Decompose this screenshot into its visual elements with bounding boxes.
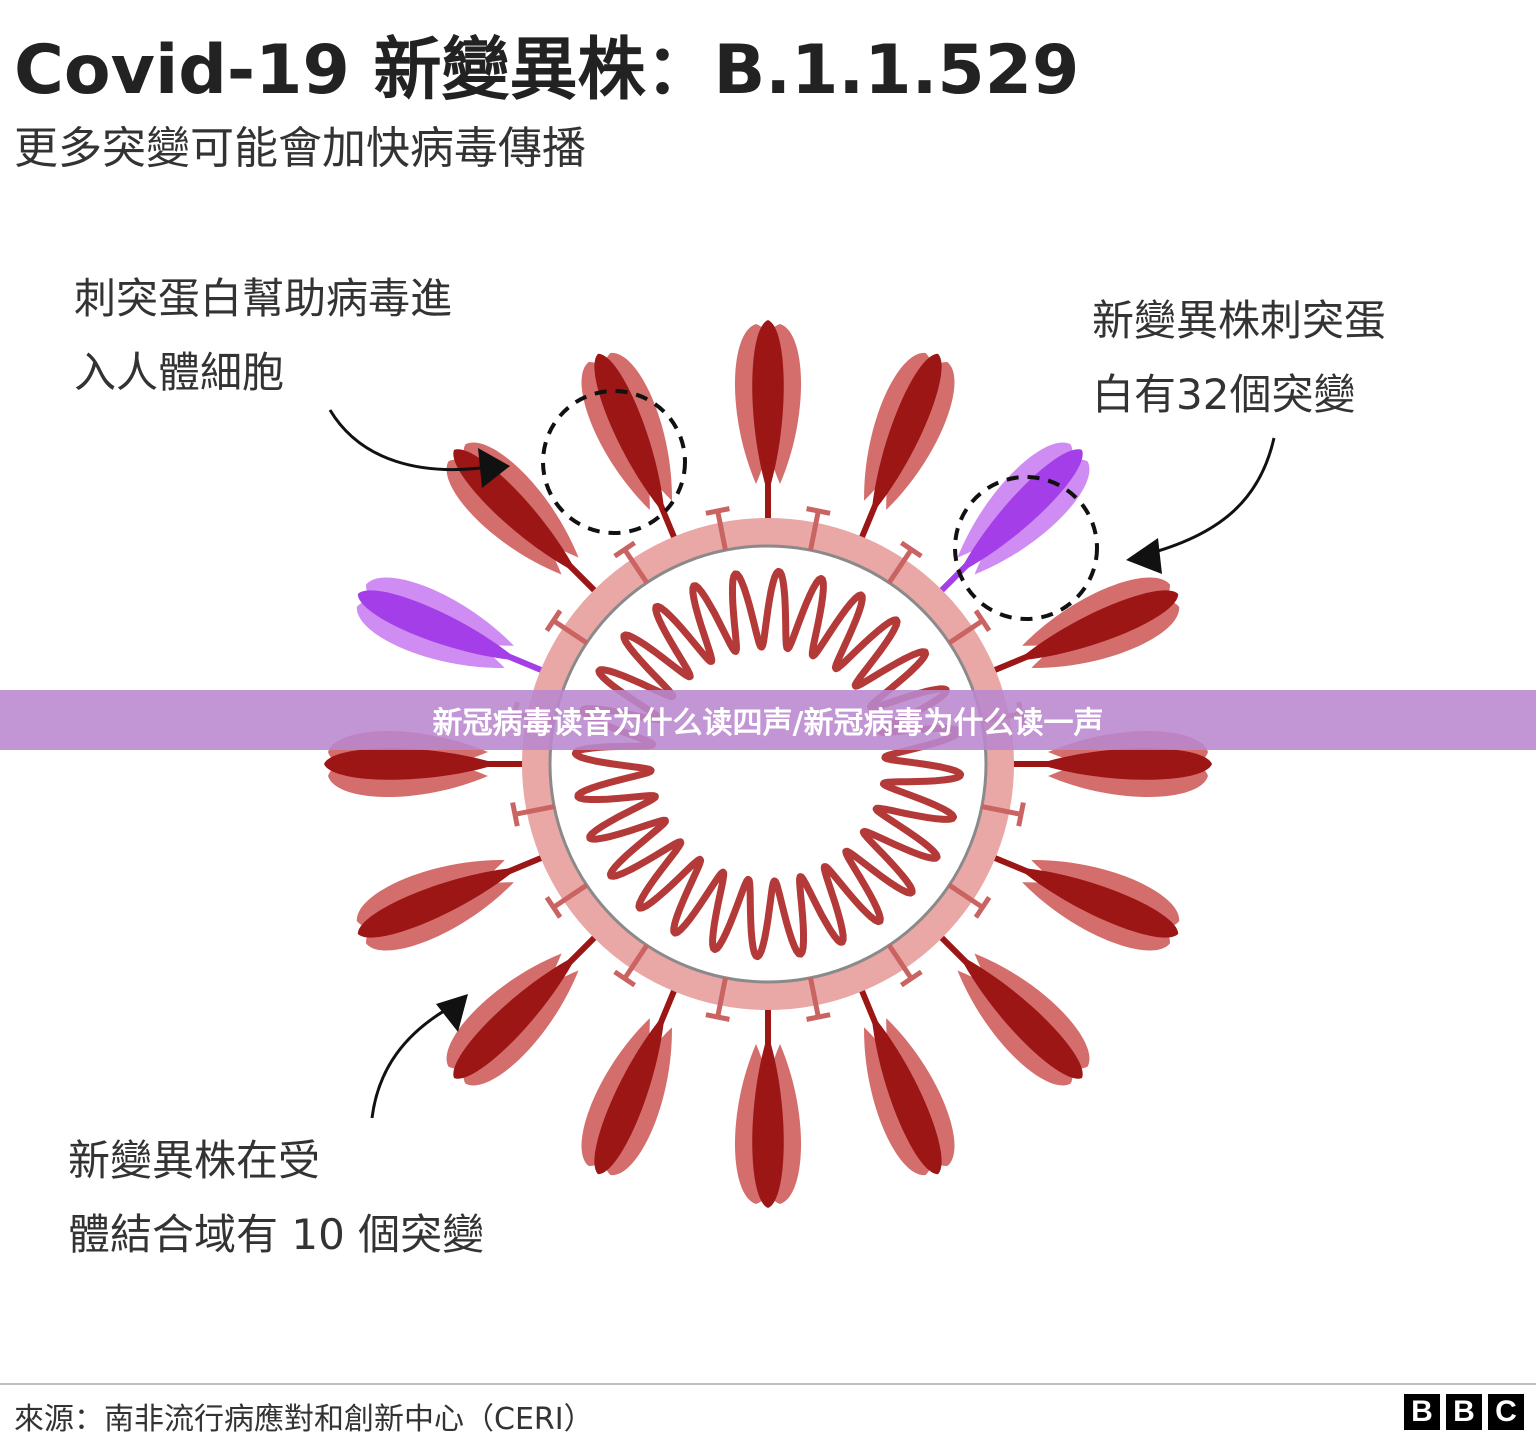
membrane-protein-cap [973,609,992,633]
arrow-spike-mutations [1139,437,1276,558]
spike-core [594,353,665,515]
highlight-circle-mutation [953,475,1099,621]
membrane-protein [715,977,728,1018]
membrane-protein-cap [613,540,637,559]
footer-divider [0,1383,1536,1385]
arrow-spike-protein [328,409,497,472]
membrane-protein-cap [899,969,923,988]
membrane-protein-cap [613,969,637,988]
callout-spike-protein: 刺突蛋白幫助病毒進 入人體細胞 [74,262,452,410]
page-subtitle: 更多突變可能會加快病毒傳播 [14,123,586,174]
callout-line: 白有32個突變 [1092,370,1356,419]
arrow-receptor-mutations [370,1002,457,1119]
spike-core [958,449,1083,574]
page-title: Covid-19 新變異株：B.1.1.529 [14,31,1080,110]
callout-receptor-mutations: 新變異株在受 體結合域有 10 個突變 [68,1124,484,1272]
membrane-protein-cap [806,1012,831,1022]
membrane-protein-cap [544,609,563,633]
spike-core [357,590,519,661]
membrane-protein-cap [544,895,563,919]
callout-line: 新變異株刺突蛋 [1092,296,1387,345]
membrane-protein-cap [705,1012,730,1022]
membrane-protein-cap [1016,802,1026,827]
spike-core [453,449,578,574]
spike-protein [581,984,679,1176]
title-banner: 新冠病毒读音为什么读四声/新冠病毒为什么读一声 [0,690,1536,750]
spike-protein [734,320,802,524]
callout-line: 刺突蛋白幫助病毒進 [74,274,453,323]
spike-protein [988,577,1180,675]
membrane-protein [947,883,984,910]
membrane-protein-cap [705,506,730,516]
source-credit: 來源：南非流行病應對和創新中心（CERI） [14,1402,594,1437]
spike-protein [1008,731,1212,797]
spike-proteins [324,320,1212,1208]
logo-letter: B [1404,1394,1440,1430]
membrane-protein [715,510,728,551]
spike-protein [446,442,601,597]
membrane-protein-cap [973,895,992,919]
bbc-logo: B B C [1404,1394,1524,1430]
callout-line: 新變異株在受 [68,1136,321,1185]
membrane-edge [548,544,988,984]
callout-line: 入人體細胞 [74,348,285,397]
membrane-protein [887,943,914,980]
mutated-spike [935,442,1090,597]
arrowhead-icon [478,448,510,488]
membrane-protein-cap [806,506,831,516]
spike-core [871,353,942,515]
spike-core [324,748,498,780]
membrane-protein [514,804,555,817]
membrane-protein [808,977,821,1018]
arrowhead-icon [1126,538,1162,574]
logo-letter: B [1446,1394,1482,1430]
spike-protein [356,853,548,951]
spike-protein [857,984,955,1176]
rna-strand [571,567,965,961]
spike-core [1017,590,1179,661]
membrane-protein [552,883,589,910]
spike-core [1038,748,1212,780]
spike-core [1017,867,1179,938]
spike-protein [935,931,1090,1086]
spike-core [752,320,784,494]
spike-core [453,954,578,1079]
spike-protein [581,352,679,544]
membrane-ring [522,518,1014,1010]
membrane-protein [622,548,649,585]
callout-line: 體結合域有 10 個突變 [68,1210,485,1259]
spike-protein [857,352,955,544]
spike-core [958,954,1083,1079]
spike-protein [734,1004,802,1208]
spike-core [871,1013,942,1175]
membrane-protein [552,618,589,645]
logo-letter: C [1488,1394,1524,1430]
spike-core [752,1034,784,1208]
membrane-protein [947,618,984,645]
spike-core [594,1013,665,1175]
membrane-protein [887,548,914,585]
membrane-protein [622,943,649,980]
arrowhead-icon [436,994,468,1032]
banner-text: 新冠病毒读音为什么读四声/新冠病毒为什么读一声 [432,706,1104,741]
membrane-protein [808,510,821,551]
spike-protein [988,853,1180,951]
highlight-circle-spike [541,389,687,535]
membrane-protein-cap [510,802,520,827]
spike-core [357,867,519,938]
callout-spike-mutations: 新變異株刺突蛋 白有32個突變 [1092,284,1386,432]
mutated-spike [356,577,548,675]
membrane-protein-cap [899,540,923,559]
membrane-protein [981,804,1022,817]
spike-protein [446,931,601,1086]
rna-coil [571,567,965,961]
